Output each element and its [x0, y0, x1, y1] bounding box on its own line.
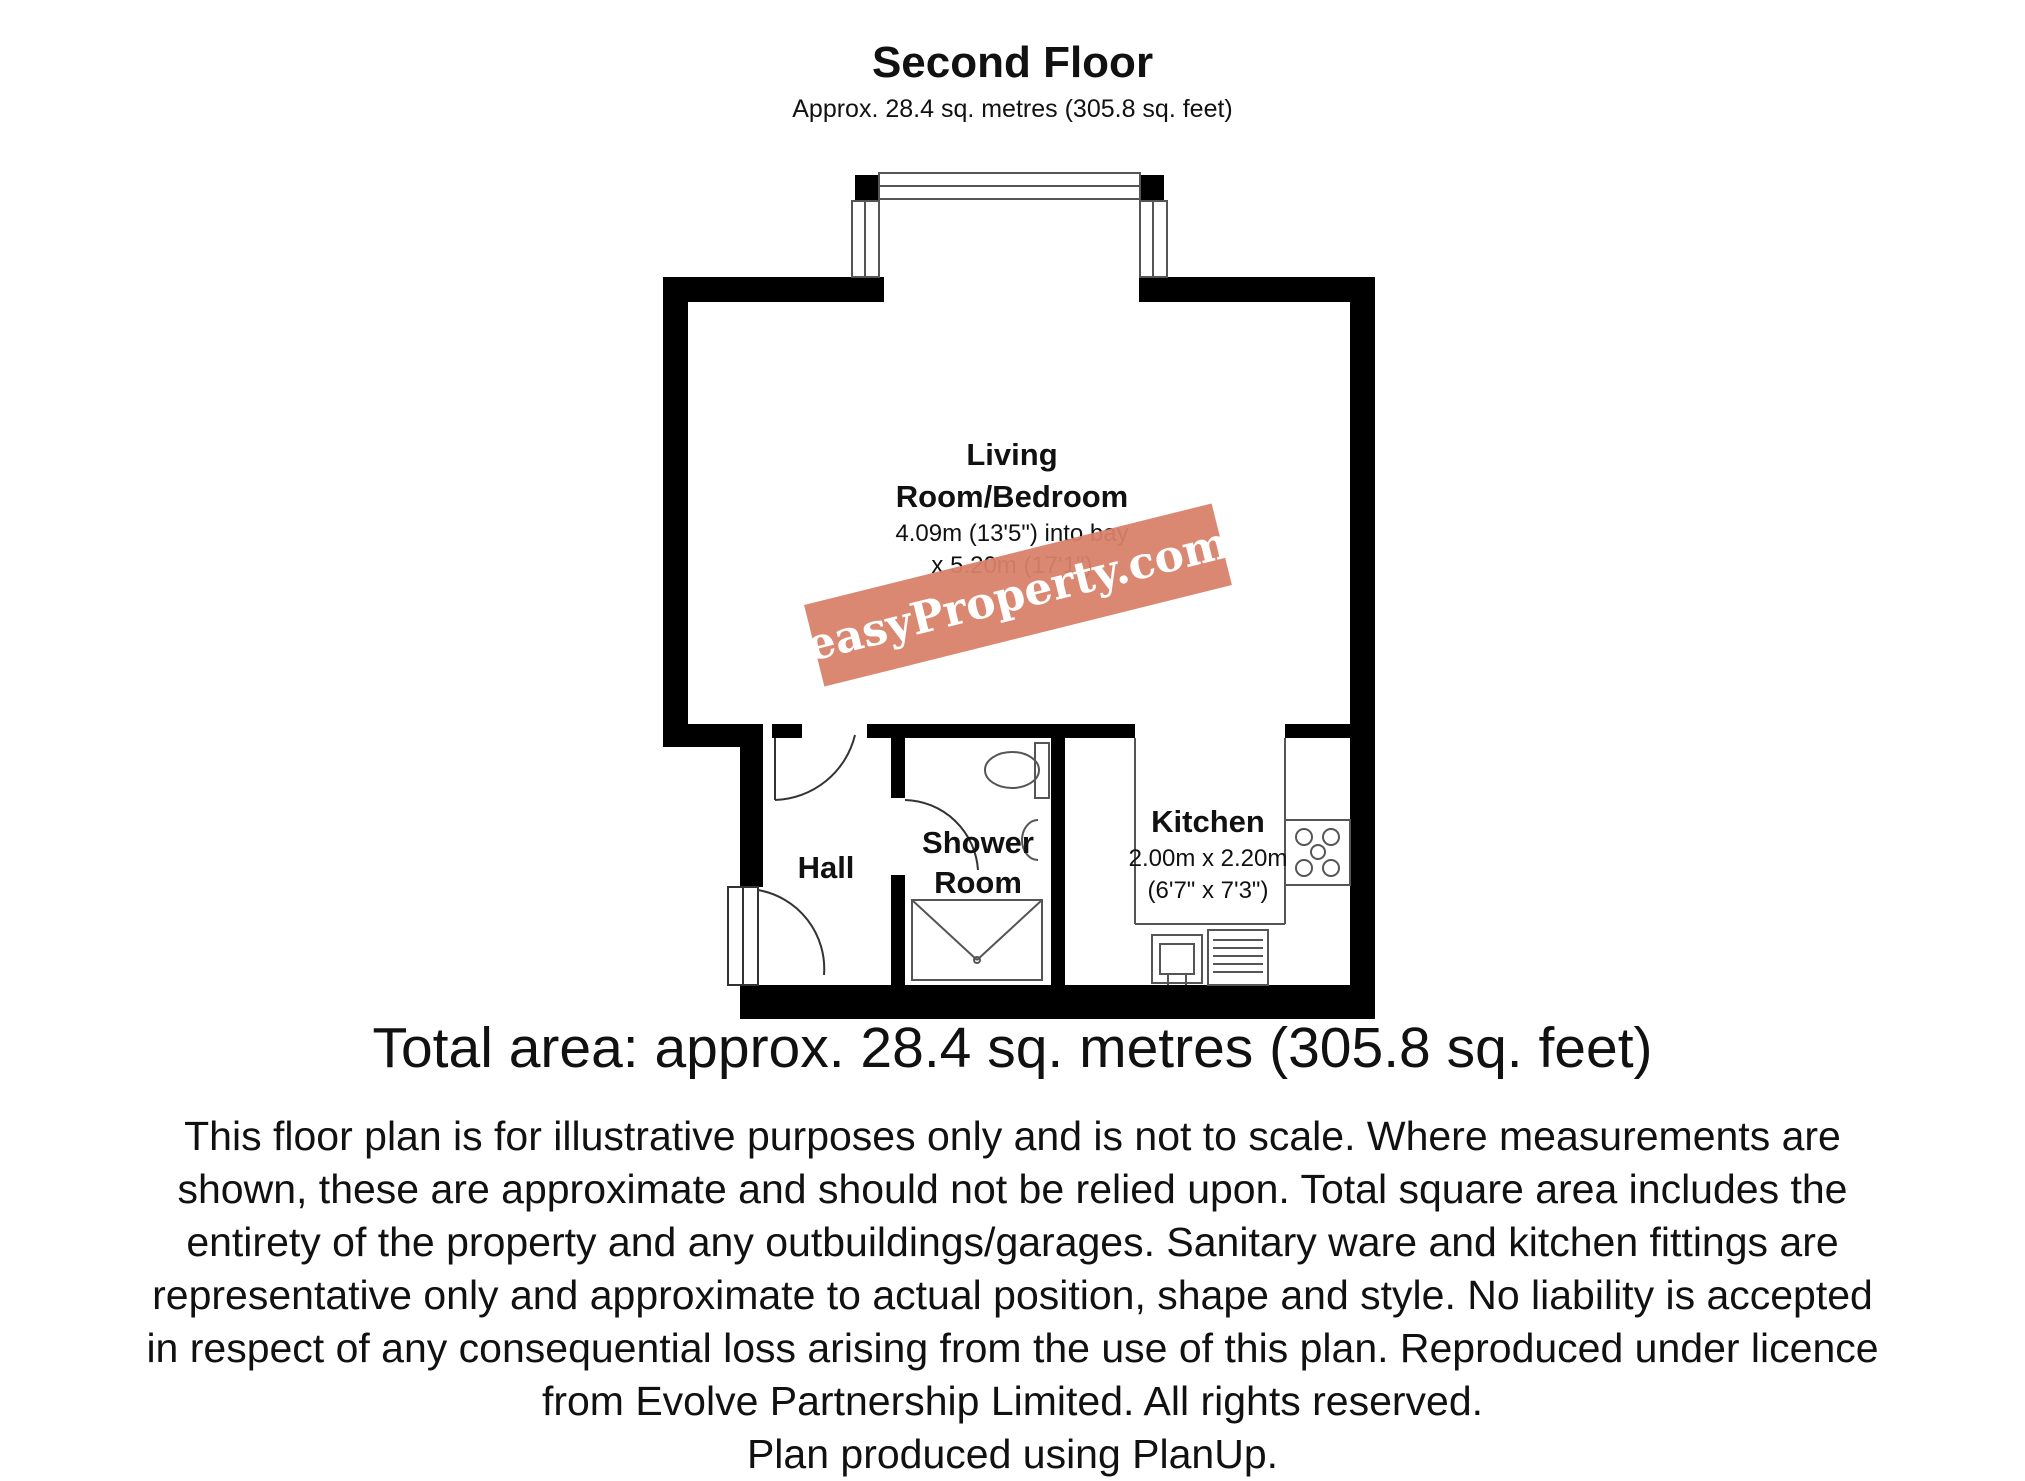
- kitchen-fixtures: [1134, 738, 1351, 986]
- shower-tray-icon: [911, 899, 1043, 981]
- wall-interior-top-right: [1285, 724, 1375, 738]
- hob-icon: [1284, 819, 1351, 886]
- wall-shower-left-upper: [891, 738, 905, 798]
- shower-room-name-line1: Shower: [922, 825, 1034, 860]
- bay-window: [851, 172, 1168, 278]
- floor-plan: Living Room/Bedroom 4.09m (13'5") into b…: [663, 172, 1375, 1019]
- cistern-icon: [1034, 742, 1050, 799]
- living-room-name-line2: Room/Bedroom: [896, 479, 1129, 514]
- floor-area-subtitle: Approx. 28.4 sq. metres (305.8 sq. feet): [792, 95, 1233, 123]
- wall-left: [663, 277, 688, 747]
- floor-title: Second Floor: [871, 38, 1154, 87]
- disclaimer-line: from Evolve Partnership Limited. All rig…: [541, 1378, 1484, 1424]
- wall-shower-left-lower: [891, 875, 905, 987]
- wall-shower-right: [1051, 738, 1065, 986]
- living-room-name-line1: Living: [966, 437, 1057, 472]
- shower-room-name-line2: Room: [934, 865, 1022, 900]
- wall-hall-top: [772, 724, 802, 738]
- total-area: Total area: approx. 28.4 sq. metres (305…: [372, 1016, 1653, 1080]
- entrance-door: [727, 886, 826, 986]
- kitchen-name: Kitchen: [1151, 804, 1265, 839]
- basin-icon: [1021, 819, 1039, 861]
- disclaimer: This floor plan is for illustrative purp…: [40, 1110, 1985, 1481]
- kitchen-dim-line2: (6'7" x 7'3"): [1148, 877, 1269, 904]
- disclaimer-line: shown, these are approximate and should …: [177, 1166, 1848, 1212]
- disclaimer-line: entirety of the property and any outbuil…: [186, 1219, 1839, 1265]
- disclaimer-line: in respect of any consequential loss ari…: [146, 1325, 1879, 1371]
- wall-right: [1350, 277, 1375, 1019]
- bay-pier-right: [1140, 175, 1164, 201]
- wall-bottom: [740, 985, 1375, 1019]
- shower-fixtures: [911, 742, 1050, 981]
- disclaimer-line: This floor plan is for illustrative purp…: [184, 1113, 1841, 1159]
- walls: [663, 175, 1375, 1019]
- wall-hall-left-upper: [740, 724, 763, 887]
- wall-top-left: [663, 277, 884, 302]
- sink-icon: [1151, 934, 1203, 984]
- drainer-icon: [1207, 929, 1269, 986]
- toilet-icon: [984, 751, 1040, 789]
- disclaimer-line: Plan produced using PlanUp.: [746, 1431, 1279, 1477]
- wall-step: [663, 724, 763, 747]
- wall-interior-top: [867, 724, 1135, 738]
- hall-name: Hall: [798, 850, 855, 885]
- hall-door: [774, 734, 856, 801]
- shower-door: [904, 799, 979, 871]
- bay-pier-left: [855, 175, 879, 201]
- wall-top-right: [1139, 277, 1375, 302]
- kitchen-dim-line1: 2.00m x 2.20m: [1129, 845, 1288, 872]
- disclaimer-line: representative only and approximate to a…: [152, 1272, 1873, 1318]
